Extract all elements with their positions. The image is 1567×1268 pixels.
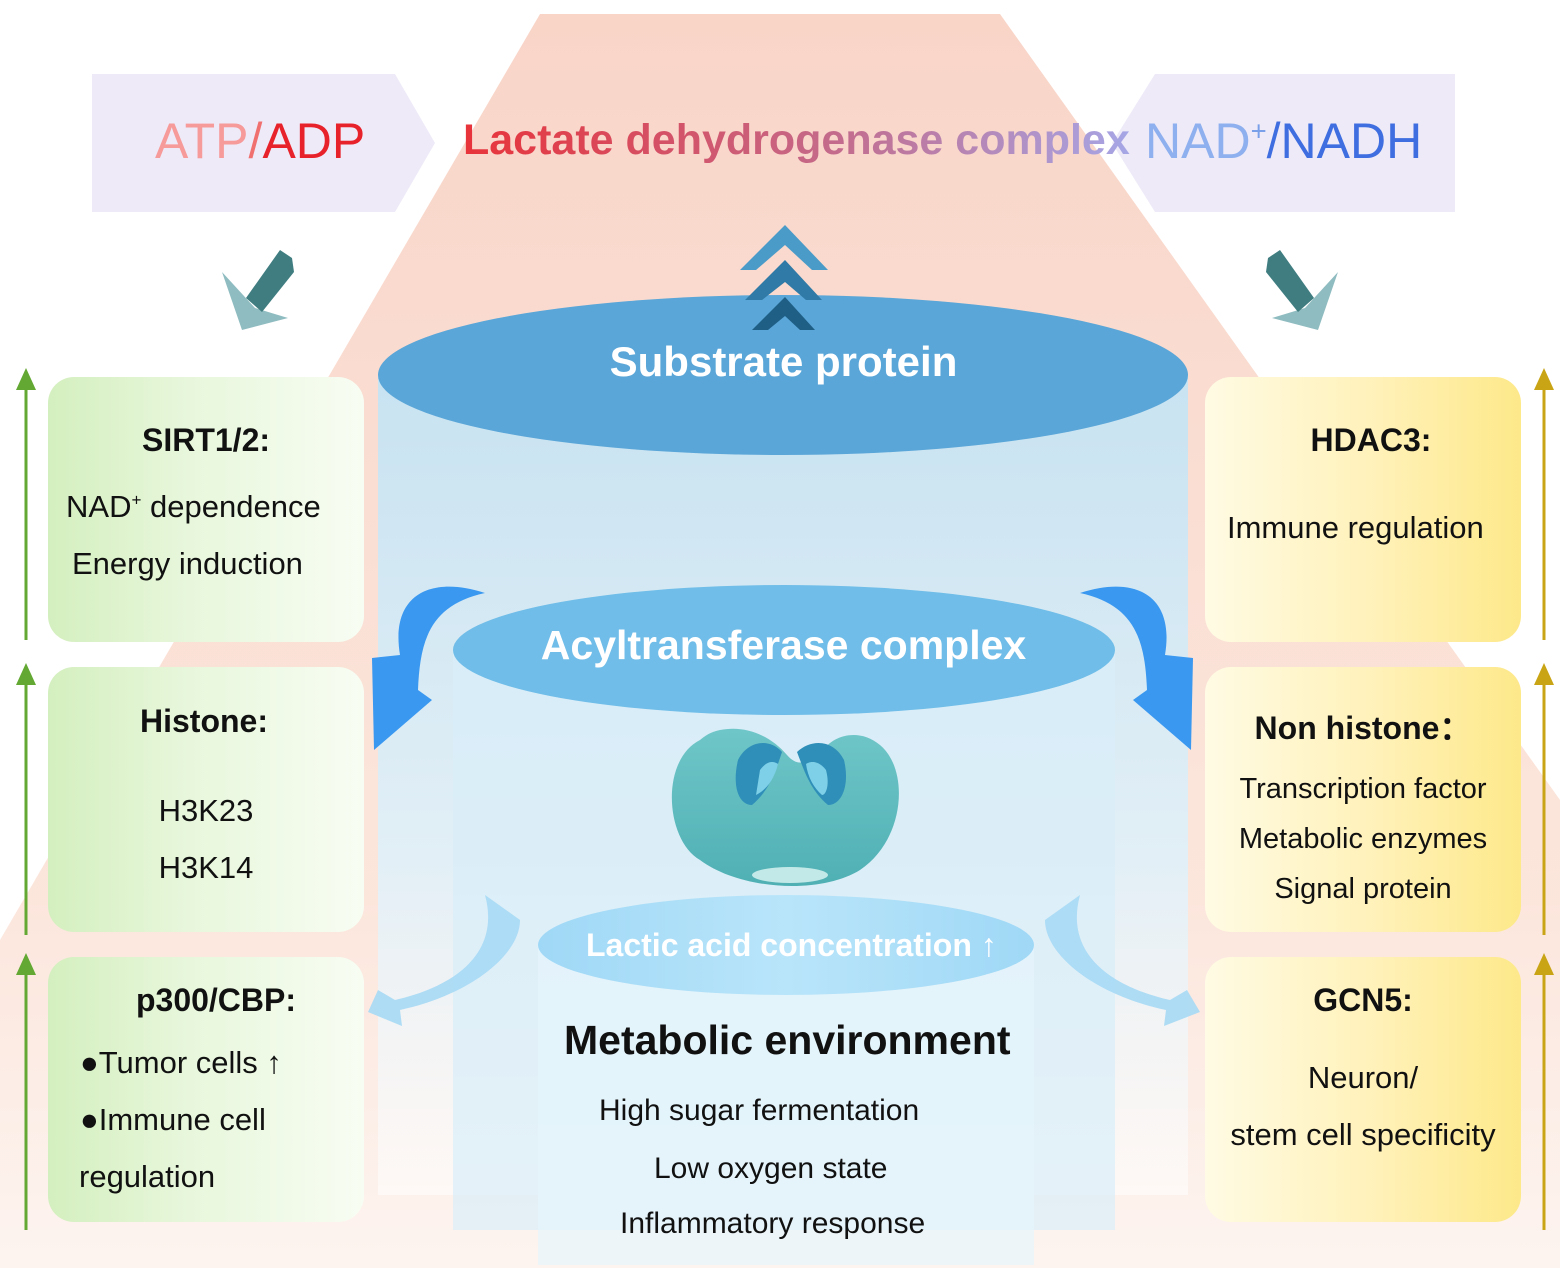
center-title: Lactate dehydrogenase complex bbox=[463, 116, 1130, 164]
gcn5-line: Neuron/ bbox=[1307, 1060, 1419, 1095]
enzyme-icon bbox=[671, 728, 899, 887]
gcn5-line: stem cell specificity bbox=[1230, 1117, 1496, 1152]
atp-adp-tag bbox=[92, 74, 435, 212]
nadh-text: /NADH bbox=[1266, 113, 1423, 169]
nad-nadh-tag bbox=[1112, 74, 1455, 212]
substrate-label: Substrate protein bbox=[609, 338, 958, 385]
histone-line: H3K14 bbox=[158, 850, 254, 885]
nonhistone-line: Signal protein bbox=[1274, 873, 1452, 905]
p300-line: ●Immune cell bbox=[80, 1102, 266, 1137]
metabolic-item: High sugar fermentation bbox=[599, 1094, 920, 1127]
atp-adp-label: ATP/ADP bbox=[155, 112, 365, 170]
metabolic-title: Metabolic environment bbox=[564, 1017, 1011, 1063]
sirt-box: SIRT1/2: NAD+ dependence Energy inductio… bbox=[48, 377, 364, 642]
nad-sup: + bbox=[1250, 115, 1267, 147]
blue-arrow-left-icon bbox=[372, 586, 485, 750]
blue-arrow-right-icon bbox=[1080, 586, 1193, 750]
substrate-ellipse bbox=[378, 295, 1188, 455]
gold-arrows-right bbox=[1534, 368, 1554, 1230]
gcn5-title: GCN5: bbox=[1313, 982, 1413, 1018]
nonhistone-box: Non histone： Transcription factor Metabo… bbox=[1205, 667, 1521, 932]
hdac3-box: HDAC3: Immune regulation bbox=[1205, 377, 1521, 642]
light-arrow-left-icon bbox=[368, 895, 520, 1026]
histone-box: Histone: H3K23 H3K14 bbox=[48, 667, 364, 932]
hdac3-title: HDAC3: bbox=[1310, 422, 1432, 458]
green-arrows-left bbox=[16, 368, 36, 1230]
nonhistone-line: Transcription factor bbox=[1239, 773, 1487, 805]
p300-line: ●Tumor cells ↑ bbox=[80, 1045, 282, 1080]
hdac3-line: Immune regulation bbox=[1227, 510, 1484, 545]
p300-title: p300/CBP: bbox=[135, 982, 297, 1018]
histone-title: Histone: bbox=[140, 703, 268, 739]
acyltransferase-ellipse bbox=[453, 585, 1115, 715]
p300-line: regulation bbox=[79, 1159, 216, 1194]
nad-nadh-label: NAD+/NADH bbox=[1145, 112, 1422, 170]
up-chevrons-icon bbox=[740, 225, 828, 330]
sirt-title: SIRT1/2: bbox=[141, 422, 271, 458]
histone-line: H3K23 bbox=[158, 793, 254, 828]
nad-text: NAD bbox=[1145, 113, 1251, 169]
lactic-label: Lactic acid concentration ↑ bbox=[586, 927, 997, 963]
lactic-ellipse bbox=[538, 895, 1034, 995]
atp-text: ATP bbox=[155, 113, 249, 169]
light-arrow-right-icon bbox=[1045, 895, 1200, 1026]
adp-text: ADP bbox=[262, 113, 366, 169]
metabolic-cylinder-body bbox=[538, 945, 1034, 1265]
gcn5-box: GCN5: Neuron/ stem cell specificity bbox=[1205, 957, 1521, 1222]
sirt-line2: Energy induction bbox=[72, 546, 303, 581]
teal-arrow-right-icon bbox=[1266, 250, 1338, 330]
slash-text: / bbox=[248, 113, 263, 169]
p300-box: p300/CBP: ●Tumor cells ↑ ●Immune cell re… bbox=[48, 957, 364, 1222]
metabolic-item: Inflammatory response bbox=[620, 1207, 926, 1240]
metabolic-item: Low oxygen state bbox=[654, 1152, 888, 1185]
sirt-line1: NAD+ dependence bbox=[66, 489, 321, 524]
acyltransferase-label: Acyltransferase complex bbox=[540, 622, 1027, 668]
nonhistone-title: Non histone： bbox=[1254, 710, 1472, 746]
nonhistone-line: Metabolic enzymes bbox=[1238, 823, 1488, 855]
teal-arrow-left-icon bbox=[222, 250, 294, 330]
